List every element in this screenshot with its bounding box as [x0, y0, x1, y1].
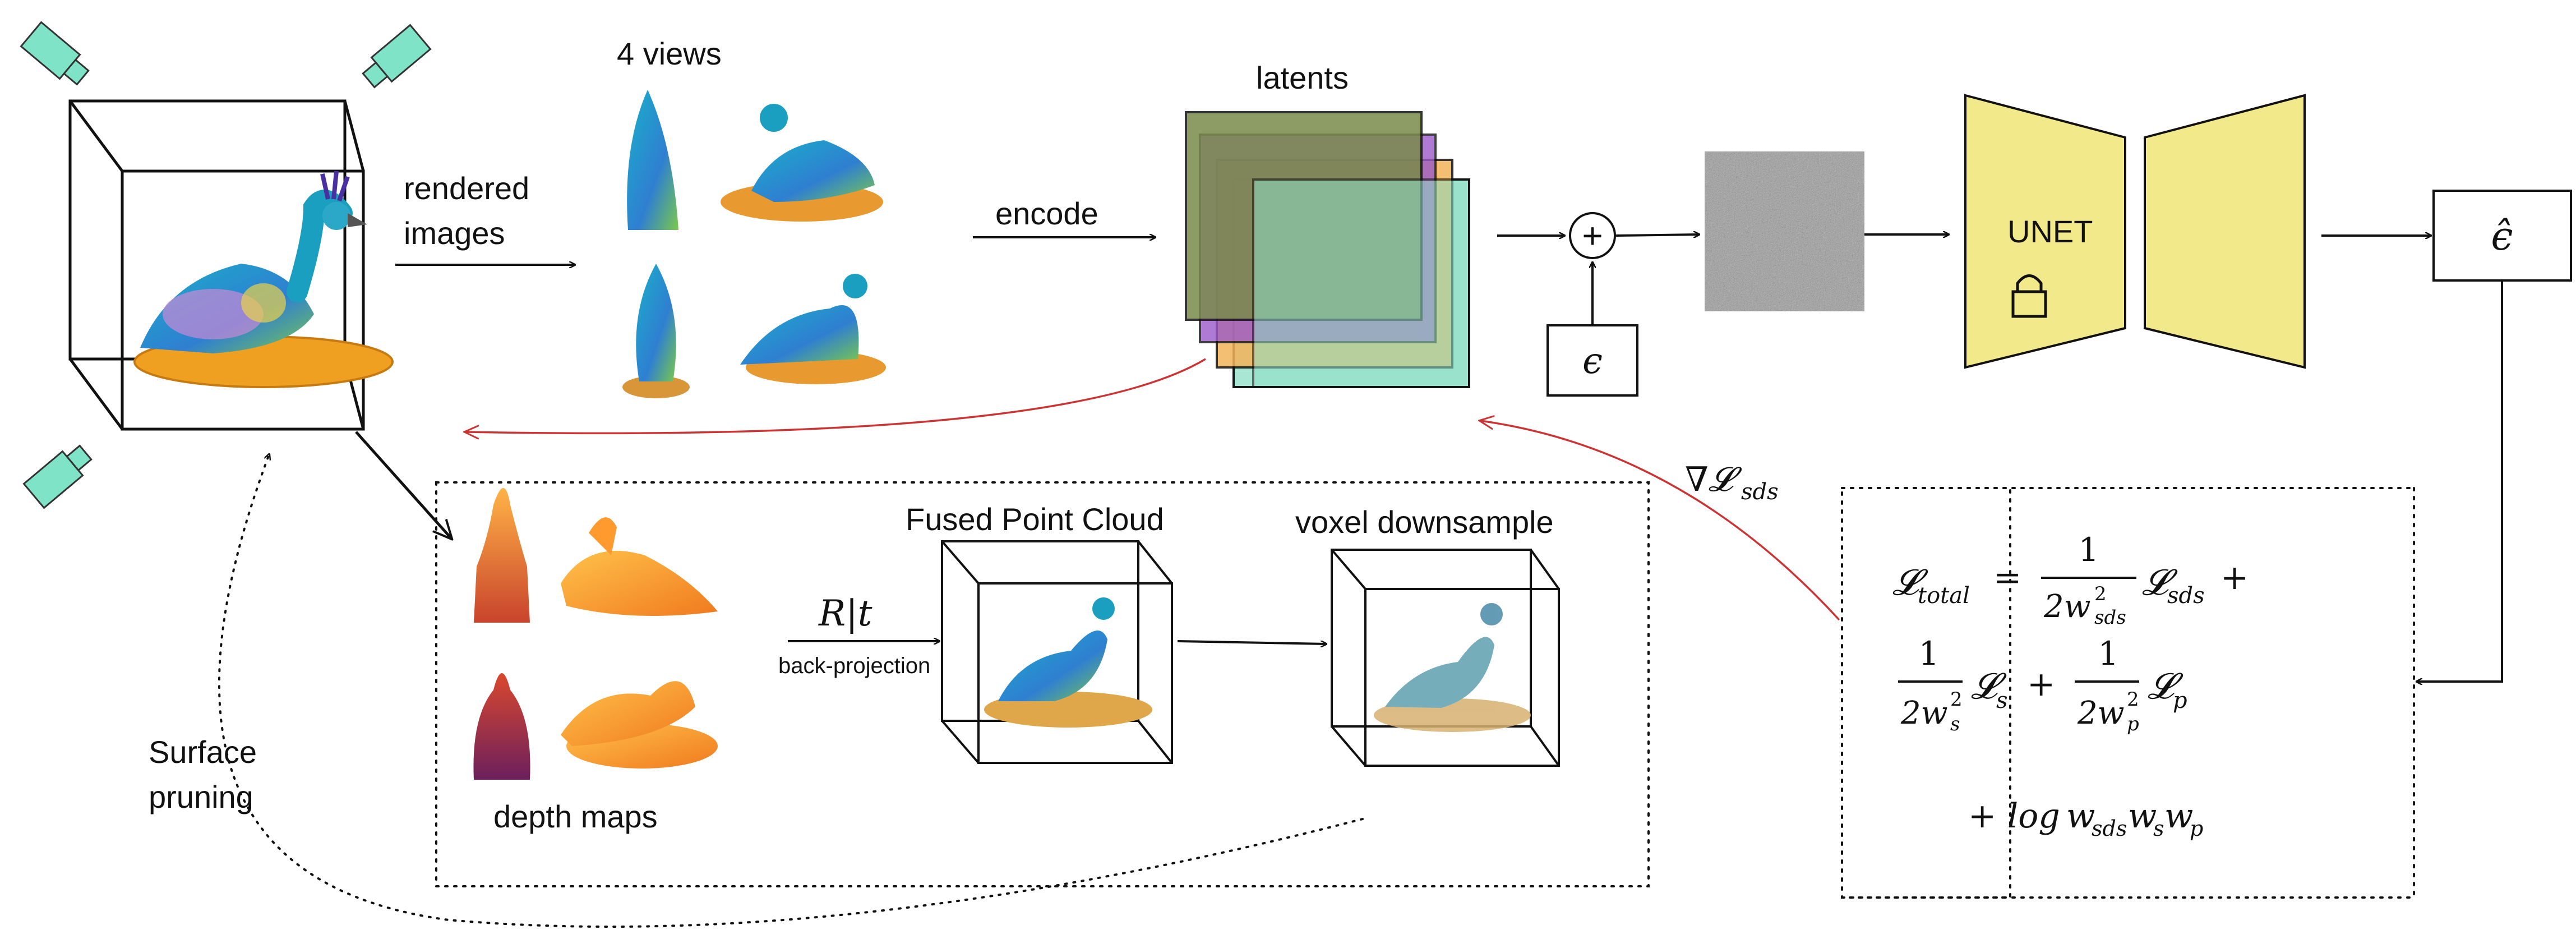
loss-equation: 𝓛 total = 1 2w 2 sds 𝓛 sds + 1 2w 2 s 𝓛 … [1892, 531, 2249, 841]
back-projection-label: back-projection [778, 654, 930, 678]
svg-text:s: s [2153, 816, 2164, 841]
unet-block: UNET [1964, 94, 2306, 369]
eps-hat-symbol: ϵ̂ [2491, 213, 2513, 259]
svg-text:+: + [1582, 215, 1603, 256]
svg-text:+: + [1968, 797, 1996, 836]
voxel-cube [1331, 549, 1560, 767]
rendered-label-line1: rendered [404, 171, 529, 206]
svg-text:p: p [2173, 688, 2187, 714]
cube-to-depth-arrow [355, 431, 451, 539]
gradient-arrow-to-latents [1480, 421, 1840, 621]
latents-stack [1185, 111, 1470, 388]
downsample-arrow [1177, 640, 1326, 644]
depth-map-back [473, 673, 530, 780]
svg-text:2w: 2w [2043, 588, 2091, 625]
view-image-side-left [740, 274, 886, 384]
unet-label: UNET [2007, 214, 2093, 249]
voxel-downsample-title: voxel downsample [1295, 504, 1554, 540]
svg-text:1: 1 [2098, 634, 2119, 673]
svg-text:+: + [2220, 558, 2249, 597]
svg-text:log: log [2007, 797, 2060, 836]
loss-box [1841, 487, 2415, 899]
gradient-arrow-to-scene [465, 358, 1206, 433]
epshat-to-loss-arrow [2417, 280, 2503, 682]
view-image-back [622, 264, 690, 398]
svg-text:sds: sds [1741, 479, 1779, 505]
depth-map-side-left [561, 681, 718, 768]
fused-point-cloud-title: Fused Point Cloud [906, 501, 1164, 537]
camera-icon-topleft [20, 21, 90, 86]
svg-text:2w: 2w [1900, 695, 1948, 731]
svg-text:w: w [2164, 797, 2193, 836]
eps-hat-box: ϵ̂ [2432, 190, 2572, 282]
grad-sds-label: ∇𝓛 sds [1685, 460, 1779, 505]
svg-text:1: 1 [2079, 531, 2099, 569]
svg-text:sds: sds [2094, 606, 2126, 629]
peacock-3d-model [133, 171, 394, 388]
camera-icon-bottomleft [22, 444, 93, 509]
fused-point-cloud-cube [941, 540, 1173, 764]
svg-text:s: s [1996, 688, 2008, 714]
svg-text:total: total [1918, 583, 1970, 609]
sum-node: + [1569, 212, 1616, 259]
view-image-side-right [721, 104, 883, 222]
rt-label: R|t [818, 593, 872, 634]
svg-text:w: w [2128, 797, 2157, 836]
svg-text:2: 2 [2127, 688, 2139, 711]
depth-map-side-right [561, 517, 718, 616]
depth-map-front [474, 488, 530, 623]
svg-text:s: s [1950, 713, 1960, 735]
svg-text:sds: sds [2167, 583, 2205, 609]
latents-title: latents [1256, 60, 1349, 95]
voxel-peacock [1374, 603, 1531, 732]
svg-text:=: = [1993, 558, 2021, 597]
views-title: 4 views [617, 36, 722, 71]
sum-to-noise-arrow [1614, 234, 1699, 236]
noisy-latent-image [1705, 151, 1864, 311]
surface-pruning-line1: Surface [149, 734, 257, 770]
svg-text:1: 1 [1919, 634, 1940, 673]
svg-text:w: w [2066, 797, 2095, 836]
svg-text:sds: sds [2092, 816, 2127, 841]
depth-maps-label: depth maps [493, 799, 658, 834]
surface-pruning-arrow [218, 454, 1364, 928]
svg-text:+: + [2027, 665, 2055, 704]
fused-peacock [984, 597, 1152, 728]
svg-text:p: p [2127, 713, 2139, 735]
encode-label: encode [995, 196, 1098, 231]
surface-pruning-line2: pruning [149, 779, 253, 814]
svg-text:p: p [2190, 816, 2203, 841]
svg-text:∇𝓛: ∇𝓛 [1685, 460, 1742, 499]
lock-icon [2011, 274, 2047, 318]
svg-text:2: 2 [2094, 583, 2107, 605]
epsilon-box: ϵ [1546, 324, 1638, 397]
view-image-front [627, 90, 678, 230]
svg-text:2w: 2w [2077, 695, 2125, 731]
rendered-label-line2: images [404, 215, 505, 251]
epsilon-symbol: ϵ [1582, 340, 1603, 382]
svg-text:2: 2 [1950, 688, 1963, 711]
camera-icon-topright [362, 24, 432, 89]
